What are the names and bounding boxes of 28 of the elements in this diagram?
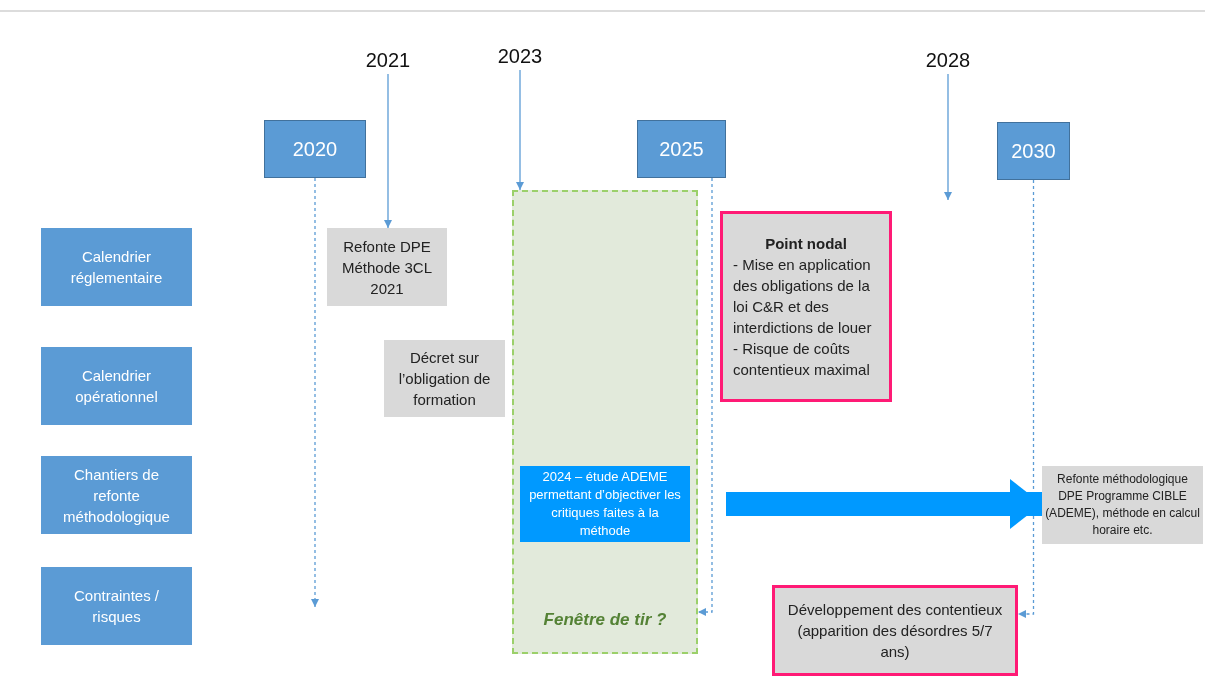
row-header: Chantiers de refonte méthodologique xyxy=(41,456,192,534)
row-header: Calendrier opérationnel xyxy=(41,347,192,425)
year-label: 2021 xyxy=(355,46,421,74)
box-heading: Point nodal xyxy=(765,234,847,254)
window-caption: Fenêtre de tir ? xyxy=(543,609,667,630)
event-box: Décret sur l’obligation de formation xyxy=(384,340,505,417)
bullet-text: - Risque de coûts contentieux maximal xyxy=(733,339,871,380)
time-window xyxy=(512,190,698,654)
year-box: 2025 xyxy=(637,120,726,178)
highlight-box xyxy=(720,211,892,402)
arrow xyxy=(944,73,952,201)
year-label: 2028 xyxy=(915,46,981,74)
bullet-text: - Mise en application des obligations de la loi C&R et des interdictions de louer xyxy=(733,255,873,338)
dashed-timeline-arrow xyxy=(1017,179,1035,618)
block-arrow xyxy=(726,479,1042,529)
year-box: 2030 xyxy=(997,122,1070,180)
event-box: Refonte méthodologique DPE Programme CIBLE (ADEME), méthode en calcul horaire etc. xyxy=(1042,466,1203,544)
row-header: Calendrier réglementaire xyxy=(41,228,192,306)
arrow xyxy=(384,73,392,229)
row-header: Contraintes / risques xyxy=(41,567,192,645)
arrow xyxy=(516,69,524,191)
event-box: Refonte DPE Méthode 3CL 2021 xyxy=(327,228,447,306)
risk-box: Développement des contentieux (apparition des désordres 5/7 ans) xyxy=(772,585,1018,676)
study-box: 2024 – étude ADEME permettant d’objectiver les critiques faites à la méthode xyxy=(520,466,690,542)
year-box: 2020 xyxy=(264,120,366,178)
year-label: 2023 xyxy=(487,42,553,70)
dashed-timeline-arrow xyxy=(697,177,713,616)
dashed-timeline-arrow xyxy=(311,177,319,608)
